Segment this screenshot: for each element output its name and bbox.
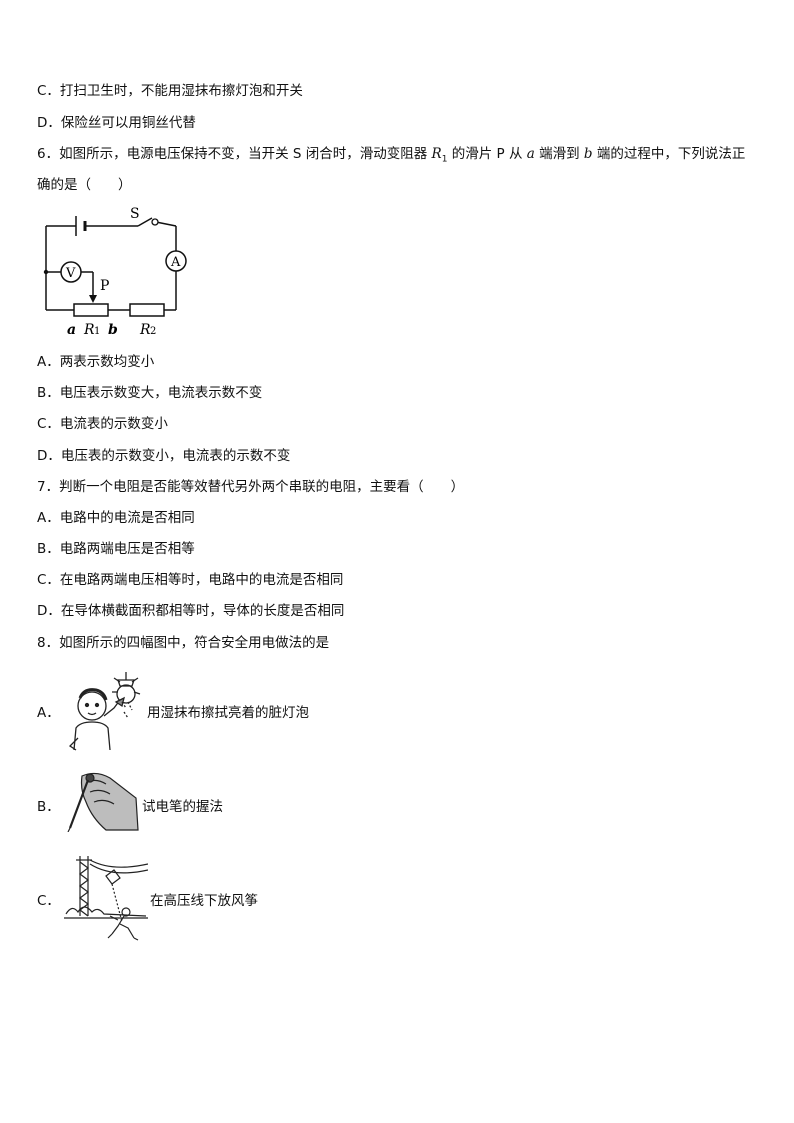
q7-option-d: D．在导体横截面积都相等时，导体的长度是否相同 <box>37 603 345 619</box>
q8-option-b-text: 试电笔的握法 <box>142 799 223 815</box>
junction-dot <box>43 269 49 275</box>
q6-stem-part: 端的过程中，下列说法正 <box>592 146 746 162</box>
q6-stem-end-a: a <box>526 146 535 162</box>
battery-icon <box>75 216 87 236</box>
q7-option-b: B．电路两端电压是否相等 <box>37 541 195 557</box>
q5-option-c: C．打扫卫生时，不能用湿抹布擦灯泡和开关 <box>37 83 303 99</box>
q8-option-a-label: A． <box>37 705 60 721</box>
q6-stem-part: 的滑片 P 从 <box>447 146 527 162</box>
q7-stem: 7．判断一个电阻是否能等效替代另外两个串联的电阻，主要看（ ） <box>37 479 465 495</box>
voltmeter-icon <box>60 261 82 283</box>
resistor-r1 <box>73 303 109 317</box>
q8-stem: 8．如图所示的四幅图中，符合安全用电做法的是 <box>37 635 330 651</box>
r2-sub-label: 2 <box>150 326 156 337</box>
q8-option-b-illustration <box>67 772 139 832</box>
q6-option-b: B．电压表示数变大，电流表示数不变 <box>37 385 263 401</box>
q6-stem-end-b: b <box>583 146 593 162</box>
r2-label: R <box>139 322 151 338</box>
switch-label: S <box>130 206 140 222</box>
voltmeter-label: V <box>65 266 76 281</box>
q6-stem-line1: 6．如图所示，电源电压保持不变，当开关 S 闭合时，滑动变阻器 R1 的滑片 P… <box>37 144 745 170</box>
q6-stem-part: 6．如图所示，电源电压保持不变，当开关 S 闭合时，滑动变阻器 <box>37 146 432 162</box>
ammeter-icon <box>165 250 187 272</box>
q6-stem-line2: 确的是（ ） <box>37 177 132 193</box>
q7-option-a: A．电路中的电流是否相同 <box>37 510 195 526</box>
q5-option-d: D．保险丝可以用铜丝代替 <box>37 115 196 131</box>
ammeter-label: A <box>170 255 181 270</box>
q6-circuit-diagram: S V A P a R 1 b R 2 <box>43 206 187 338</box>
r1-sub-label: 1 <box>94 326 100 337</box>
q8-option-a-text: 用湿抹布擦拭亮着的脏灯泡 <box>147 705 309 721</box>
slider-arrow-icon <box>89 295 97 303</box>
end-a-label: a <box>67 322 76 338</box>
q7-option-c: C．在电路两端电压相等时，电路中的电流是否相同 <box>37 572 344 588</box>
q8-option-c-text: 在高压线下放风筝 <box>150 893 258 909</box>
q8-option-c-illustration <box>64 856 148 941</box>
q8-option-c-label: C． <box>37 893 60 909</box>
q8-option-a-illustration <box>68 672 141 751</box>
end-b-label: b <box>108 322 118 338</box>
q6-stem-r: R <box>431 146 442 162</box>
q6-stem-r-sub: 1 <box>441 154 448 165</box>
q8-option-b-label: B． <box>37 799 60 815</box>
slider-label: P <box>100 278 109 294</box>
q6-option-a: A．两表示数均变小 <box>37 354 155 370</box>
resistor-r2 <box>129 303 165 317</box>
r1-label: R <box>83 322 95 338</box>
q6-stem-part: 端滑到 <box>534 146 584 162</box>
switch-icon <box>137 217 159 227</box>
q6-option-d: D．电压表的示数变小，电流表的示数不变 <box>37 448 291 464</box>
q6-option-c: C．电流表的示数变小 <box>37 416 168 432</box>
